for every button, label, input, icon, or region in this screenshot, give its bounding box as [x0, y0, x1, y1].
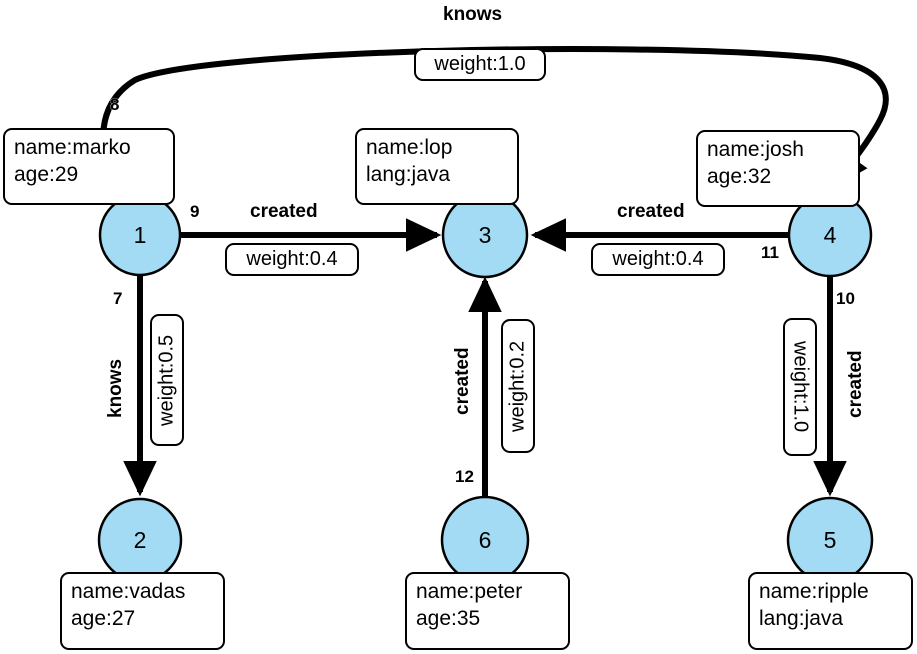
vertex-1[interactable]: 1: [98, 193, 182, 277]
edge-7-weight-box[interactable]: weight:0.5: [150, 314, 184, 446]
edge-10-id-label: 10: [836, 289, 856, 309]
edge-12-name-label: created: [452, 347, 474, 415]
edge-10-weight-box[interactable]: weight:1.0: [783, 318, 817, 456]
edge-8-path: [100, 46, 889, 188]
edge-10-name-label: created: [845, 350, 867, 418]
vertex-2[interactable]: 2: [97, 497, 183, 583]
vertex-2-label: 2: [134, 527, 147, 553]
vertex-4-prop-age: age:32: [707, 164, 772, 188]
vertex-5-properties[interactable]: name:ripple lang:java: [748, 572, 913, 650]
edge-12-weight-box[interactable]: weight:0.2: [501, 319, 535, 453]
vertex-3[interactable]: 3: [441, 191, 529, 279]
vertex-6-properties[interactable]: name:peter age:35: [405, 572, 570, 650]
vertex-3-properties[interactable]: name:lop lang:java: [355, 128, 519, 205]
edge-7-name-label: knows: [105, 358, 127, 419]
vertex-6[interactable]: 6: [440, 495, 530, 585]
edge-9-weight-box[interactable]: weight:0.4: [225, 243, 359, 276]
vertex-1-label: 1: [134, 222, 147, 248]
vertex-3-prop-lang: lang:java: [366, 162, 451, 186]
edge-7-id-label: 7: [113, 289, 123, 309]
vertex-3-label: 3: [479, 222, 492, 248]
edge-9-name-label: created: [250, 201, 318, 223]
vertex-6-prop-age: age:35: [416, 606, 481, 630]
vertex-2-properties[interactable]: name:vadas age:27: [60, 572, 225, 650]
edge-8-name-label: knows: [443, 4, 503, 26]
vertex-5-label: 5: [824, 527, 837, 553]
vertex-3-prop-name: name:lop: [366, 136, 453, 159]
vertex-2-prop-name: name:vadas: [71, 580, 186, 603]
vertex-1-prop-age: age:29: [14, 162, 79, 186]
edge-11-weight-box[interactable]: weight:0.4: [591, 243, 725, 276]
vertex-5-prop-name: name:ripple: [759, 580, 869, 603]
vertex-4-label: 4: [824, 222, 837, 248]
edge-11-id-label: 11: [761, 243, 780, 263]
vertex-5-prop-lang: lang:java: [759, 606, 844, 630]
vertex-6-label: 6: [479, 527, 492, 553]
edge-9-id-label: 9: [190, 202, 200, 222]
edge-12-id-label: 12: [455, 467, 475, 487]
vertex-2-prop-age: age:27: [71, 606, 136, 630]
edge-11-name-label: created: [617, 201, 685, 223]
vertex-4-properties[interactable]: name:josh age:32: [696, 130, 860, 207]
vertex-1-prop-name: name:marko: [14, 136, 131, 159]
vertex-1-properties[interactable]: name:marko age:29: [3, 128, 175, 205]
vertex-6-prop-name: name:peter: [416, 580, 523, 603]
vertex-4-prop-name: name:josh: [707, 138, 804, 161]
edge-8-id-label: 8: [110, 95, 120, 115]
vertex-5[interactable]: 5: [786, 496, 874, 584]
edge-8-weight-box[interactable]: weight:1.0: [414, 48, 546, 81]
